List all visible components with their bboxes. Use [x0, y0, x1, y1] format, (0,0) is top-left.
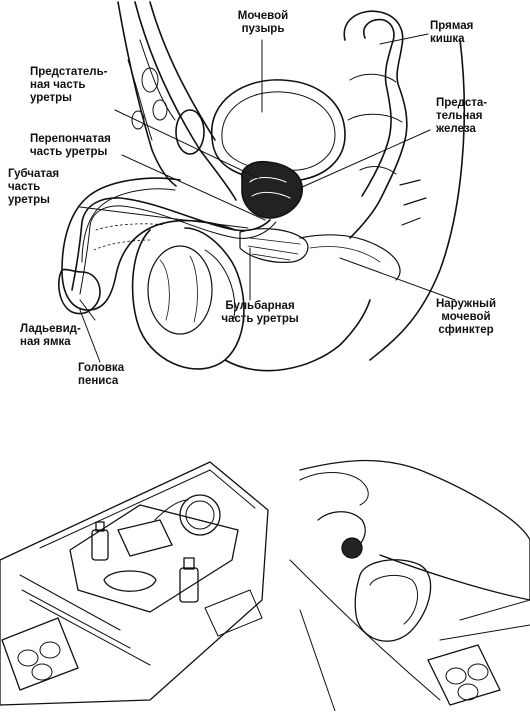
urethra: [71, 197, 271, 291]
tray: [69, 504, 239, 613]
patient-illustration: [289, 459, 530, 712]
glans-shape: [58, 268, 101, 315]
tray-illustration: [0, 461, 269, 706]
scrotum: [131, 227, 245, 370]
label-prostatic-urethra: Предстатель- ная часть уретры: [30, 66, 108, 104]
pubic-bone: [175, 109, 205, 155]
kidney-basin: [354, 559, 432, 642]
bladder-shape: [211, 79, 346, 182]
patient-body: [299, 459, 530, 601]
cotton-tray: [427, 644, 501, 706]
label-bulbar-urethra: Бульбарная часть уретры: [221, 300, 299, 325]
prostate-shape: [241, 160, 303, 219]
label-glans: Головка пениса: [78, 362, 125, 387]
sphincter-shape: [239, 228, 309, 263]
label-membranous-urethra: Перепончатая часть уретры: [30, 133, 111, 158]
label-prostate: Предста- тельная железа: [436, 97, 488, 135]
hand: [299, 472, 369, 506]
label-spongy-urethra: Губчатая часть уретры: [8, 168, 60, 206]
cotton-pack: [1, 617, 79, 691]
perineum: [224, 299, 371, 372]
abdominal-wall: [134, 1, 237, 201]
label-rectum: Прямая кишка: [430, 20, 474, 45]
back-contour: [369, 39, 466, 361]
anatomy-diagram: [58, 1, 466, 372]
label-navicular-fossa: Ладьевид- ная ямка: [20, 323, 81, 348]
rectum-shape: [343, 10, 408, 239]
label-bladder: Мочевой пузырь: [237, 10, 289, 35]
testis: [147, 245, 213, 335]
bottle-2: [179, 567, 199, 603]
catheter-coil: [179, 494, 221, 536]
drape: [0, 461, 269, 706]
label-external-sphincter: Наружный мочевой сфинктер: [435, 298, 497, 336]
leader-lines: [79, 33, 456, 363]
bottle-1: [91, 529, 109, 561]
